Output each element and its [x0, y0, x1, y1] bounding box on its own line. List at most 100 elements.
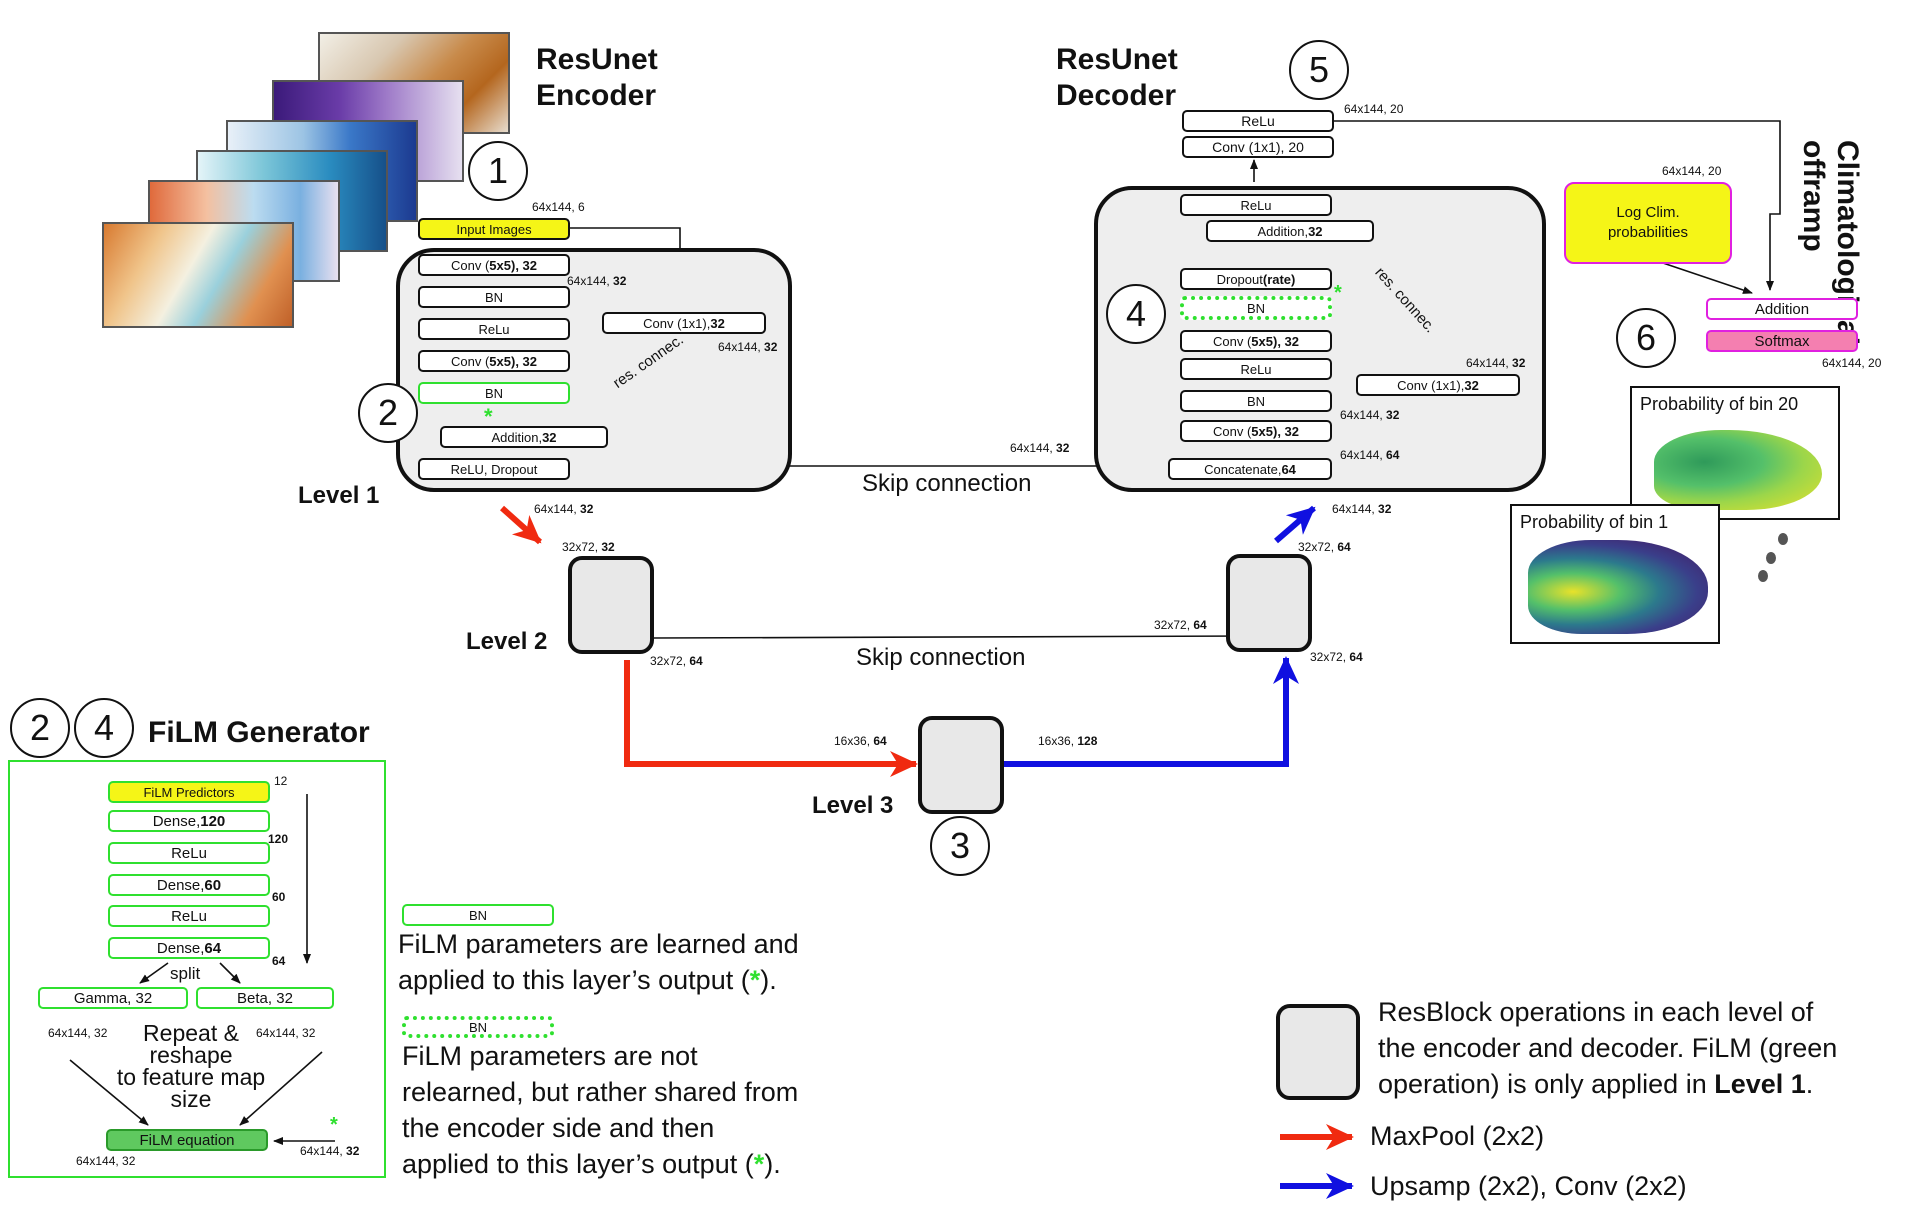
prob-bin20-panel: Probability of bin 20: [1630, 386, 1840, 520]
enc-conv2-text: Conv (: [451, 353, 490, 369]
l2-out-bold: 64: [689, 654, 703, 668]
dec-conv-5x5-1: Conv (5x5), 32: [1180, 330, 1332, 352]
dec-dropout: Dropout (rate): [1180, 268, 1332, 290]
dec-addition-bold: 32: [1308, 223, 1323, 239]
enc-addition-bold: 32: [542, 429, 557, 445]
l3-in-bold: 64: [873, 734, 887, 748]
dec-dim-conv2-bold: 32: [1386, 408, 1400, 422]
l2-out-dim: 32x72, 64: [650, 654, 703, 668]
enc-bn-1: BN: [418, 286, 570, 308]
legend-shared-text: FiLM parameters are not relearned, but r…: [402, 1038, 798, 1182]
film-eq-in-bold: 32: [346, 1144, 360, 1158]
film-repeat-line1: Repeat &: [143, 1020, 239, 1046]
enc-dim-after-conv1: 64x144, 32: [567, 274, 626, 288]
enc-dim-out-text: 64x144,: [534, 502, 581, 516]
film-gamma-dim: 64x144, 32: [48, 1026, 108, 1040]
legend-shared-line4-text: applied to this layer’s output (: [402, 1149, 754, 1179]
film-eq-in-dim: 64x144, 32: [300, 1144, 359, 1158]
prob-bin1-map: [1528, 540, 1708, 634]
dec-conv-5x5-2: Conv (5x5), 32: [1180, 420, 1332, 442]
enc-dim-out: 64x144, 32: [534, 502, 593, 516]
dec-dim-concat: 64x144, 64: [1340, 448, 1399, 462]
d2-in-dim: 32x72, 64: [1298, 540, 1351, 554]
skip2-line: [653, 632, 1255, 641]
film-relu-2: ReLu: [108, 905, 270, 927]
log-clim-line2: probabilities: [1607, 224, 1689, 241]
film-eq-star: *: [330, 1114, 338, 1136]
enc-dim-conv1-text: 64x144,: [567, 274, 614, 288]
film-dense60-text: Dense,: [156, 876, 205, 894]
film-eq-out-dim: 64x144, 32: [76, 1154, 136, 1168]
encoder-title-line2: Encoder: [536, 79, 657, 112]
l2-in-dim: 32x72, 32: [562, 540, 615, 554]
legend-shared-star: *: [753, 1149, 765, 1179]
skip2-label: Skip connection: [856, 644, 1026, 671]
enc-bn-2-film: BN: [418, 382, 570, 404]
l3-in-text: 16x36,: [834, 734, 874, 748]
dec-dim-conv11-bold: 32: [1512, 356, 1526, 370]
d2-skip-bold: 64: [1193, 618, 1207, 632]
film-gamma: Gamma, 32: [38, 987, 188, 1009]
dec-conv1-text: Conv (: [1213, 333, 1252, 349]
film-dense120-bold: 120: [200, 812, 226, 830]
dec-dim-skip-in-bold: 32: [1056, 441, 1070, 455]
film-repeat-line4: size: [170, 1086, 212, 1112]
prob-bin20-label: Probability of bin 20: [1640, 394, 1799, 414]
legend-shared-line2: relearned, but rather shared from: [402, 1077, 799, 1107]
legend-learned-line2-text: applied to this layer’s output (: [398, 965, 750, 995]
film-circle-2: 2: [10, 698, 70, 758]
enc-dim-conv1-bold: 32: [613, 274, 627, 288]
decoder-level2-block: [1226, 554, 1312, 652]
dec-addition-text: Addition,: [1257, 223, 1309, 239]
dec-dim-conv11-text: 64x144,: [1466, 356, 1513, 370]
film-dense-64: Dense, 64: [108, 937, 270, 959]
film-predictors-dim: 12: [274, 774, 288, 788]
encoder-title: ResUnet Encoder: [536, 42, 658, 114]
log-clim-dim: 64x144, 20: [1662, 164, 1722, 178]
film-repeat-line2: reshape: [149, 1042, 233, 1068]
film-beta: Beta, 32: [196, 987, 334, 1009]
d2-skip-text: 32x72,: [1154, 618, 1194, 632]
enc-dim-conv11-bold: 32: [764, 340, 778, 354]
legend-resblock-line3-bold: Level 1: [1714, 1069, 1806, 1099]
dec-dim-up-out-bold: 32: [1378, 502, 1392, 516]
enc-addition: Addition, 32: [440, 426, 608, 448]
offramp-addition: Addition: [1706, 298, 1858, 320]
legend-resblock-line3-text: operation) is only applied in: [1378, 1069, 1715, 1099]
skip1-label: Skip connection: [862, 470, 1032, 497]
dec-conv1-bold: 5x5), 32: [1251, 333, 1299, 349]
enc-conv2-bold: 5x5), 32: [489, 353, 537, 369]
dec-dropout-bold: (rate): [1262, 271, 1296, 287]
legend-maxpool-label: MaxPool (2x2): [1370, 1121, 1545, 1151]
dec-dim-concat-bold: 64: [1386, 448, 1400, 462]
legend-upsamp-label: Upsamp (2x2), Conv (2x2): [1370, 1171, 1687, 1201]
enc-conv11-text: Conv (1x1),: [643, 315, 711, 331]
legend-shared-line1: FiLM parameters are not: [402, 1041, 698, 1071]
enc-conv1-text: Conv (: [451, 257, 490, 273]
l3-out-bold: 128: [1077, 734, 1098, 748]
dec-relu-top: ReLu: [1180, 194, 1332, 216]
offramp-softmax: Softmax: [1706, 330, 1858, 352]
decoder-title-line2: Decoder: [1056, 79, 1177, 112]
dec-relu: ReLu: [1180, 358, 1332, 380]
prob-bin1-panel: Probability of bin 1: [1510, 504, 1720, 644]
prob-bin20-map: [1654, 430, 1822, 510]
enc-dim-out-bold: 32: [580, 502, 594, 516]
legend-resblock-square: [1276, 1004, 1360, 1100]
film-split-label: split: [170, 964, 201, 983]
legend-resblock-line2: the encoder and decoder. FiLM (green: [1378, 1033, 1838, 1063]
legend-resblock-line3-end: .: [1805, 1069, 1814, 1099]
enc-relu-1: ReLu: [418, 318, 570, 340]
prob-bin1-label: Probability of bin 1: [1520, 512, 1669, 532]
level3-label: Level 3: [812, 792, 894, 819]
dec-conv11-bold: 32: [1464, 377, 1479, 393]
film-dense-120: Dense, 120: [108, 810, 270, 832]
enc-film-star: *: [484, 404, 493, 429]
step-circle-6: 6: [1616, 308, 1676, 368]
level2-label: Level 2: [466, 628, 548, 655]
legend-learned-line2: applied to this layer’s output (*).: [398, 962, 799, 998]
legend-shared-line3: the encoder side and then: [402, 1113, 715, 1143]
film-equation: FiLM equation: [106, 1129, 268, 1151]
upsamp-arrow-2: [1274, 505, 1316, 544]
enc-dim-conv11-text: 64x144,: [718, 340, 765, 354]
